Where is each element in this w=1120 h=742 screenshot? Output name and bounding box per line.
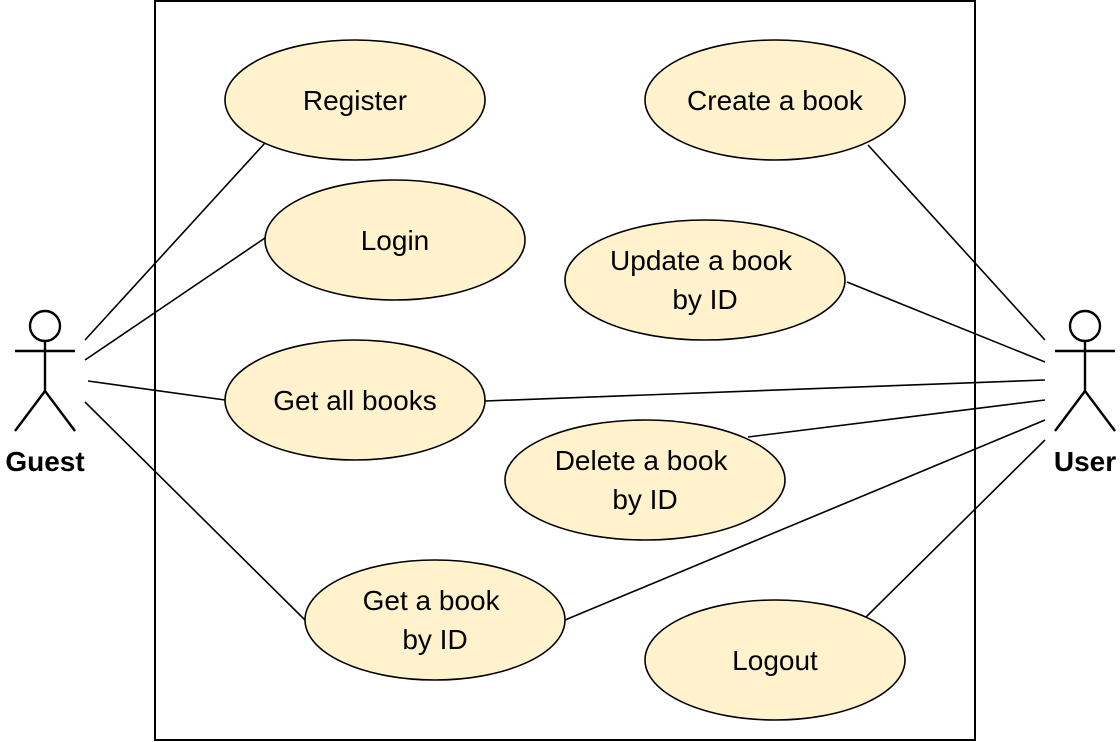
actor-user[interactable]: User xyxy=(1054,309,1116,477)
actor-label: Guest xyxy=(5,446,84,477)
use-case-create-book[interactable]: Create a book xyxy=(644,39,906,161)
use-case-label: Logout xyxy=(732,645,818,676)
svg-text:Get all books: Get all books xyxy=(273,385,436,416)
svg-text:Update a book by ID: Update a book by ID xyxy=(610,245,800,315)
use-case-ellipse xyxy=(224,339,486,461)
user-associations xyxy=(484,144,1046,621)
use-case-ellipse xyxy=(644,39,906,161)
use-case-label: Login xyxy=(361,225,430,256)
use-case-ellipse xyxy=(564,219,846,341)
assoc-guest-register xyxy=(84,142,266,341)
stick-figure-icon xyxy=(1054,309,1116,432)
guest-associations xyxy=(84,142,306,621)
use-case-ellipse xyxy=(504,419,786,541)
use-case-label-line-2: by ID xyxy=(402,624,467,655)
use-case-label-line-2: by ID xyxy=(672,284,737,315)
assoc-user-create-book xyxy=(867,144,1046,341)
assoc-guest-get-book-by-id xyxy=(84,401,306,621)
use-case-update-book[interactable]: Update a book by ID xyxy=(564,219,846,341)
svg-text:Get a book by ID: Get a book by ID xyxy=(363,585,508,655)
svg-text:Delete a book by ID: Delete a book by ID xyxy=(555,445,736,515)
svg-text:Create a book: Create a book xyxy=(687,85,864,116)
svg-text:Logout: Logout xyxy=(732,645,818,676)
use-case-label: Get all books xyxy=(273,385,436,416)
use-case-logout[interactable]: Logout xyxy=(644,599,906,721)
use-case-get-book-by-id[interactable]: Get a book by ID xyxy=(304,559,566,681)
use-case-label-line-2: by ID xyxy=(612,484,677,515)
use-case-login[interactable]: Login xyxy=(264,179,526,301)
assoc-guest-login xyxy=(84,237,266,361)
assoc-user-delete-book xyxy=(747,399,1046,438)
assoc-user-logout xyxy=(865,439,1046,618)
actor-label: User xyxy=(1054,446,1116,477)
assoc-user-get-book-by-id xyxy=(564,419,1046,621)
svg-text:Login: Login xyxy=(361,225,430,256)
assoc-user-get-all-books xyxy=(484,379,1046,402)
use-case-label: Create a book xyxy=(687,85,864,116)
use-case-label-line-1: Update a book xyxy=(610,245,793,276)
use-case-label-line-1: Get a book xyxy=(363,585,501,616)
use-case-label: Register xyxy=(303,85,407,116)
use-case-ellipse xyxy=(264,179,526,301)
use-case-ellipse xyxy=(224,39,486,161)
use-case-label-line-1: Delete a book xyxy=(555,445,729,476)
use-case-register[interactable]: Register xyxy=(224,39,486,161)
use-case-ellipse xyxy=(304,559,566,681)
assoc-user-update-book xyxy=(846,281,1046,363)
stick-figure-icon xyxy=(14,309,76,432)
actor-guest[interactable]: Guest xyxy=(5,309,85,477)
use-case-get-all-books[interactable]: Get all books xyxy=(224,339,486,461)
system-boundary xyxy=(154,0,976,741)
svg-text:Register: Register xyxy=(303,85,407,116)
assoc-guest-get-all-books xyxy=(87,380,226,401)
use-case-delete-book[interactable]: Delete a book by ID xyxy=(504,419,786,541)
use-case-ellipse xyxy=(644,599,906,721)
